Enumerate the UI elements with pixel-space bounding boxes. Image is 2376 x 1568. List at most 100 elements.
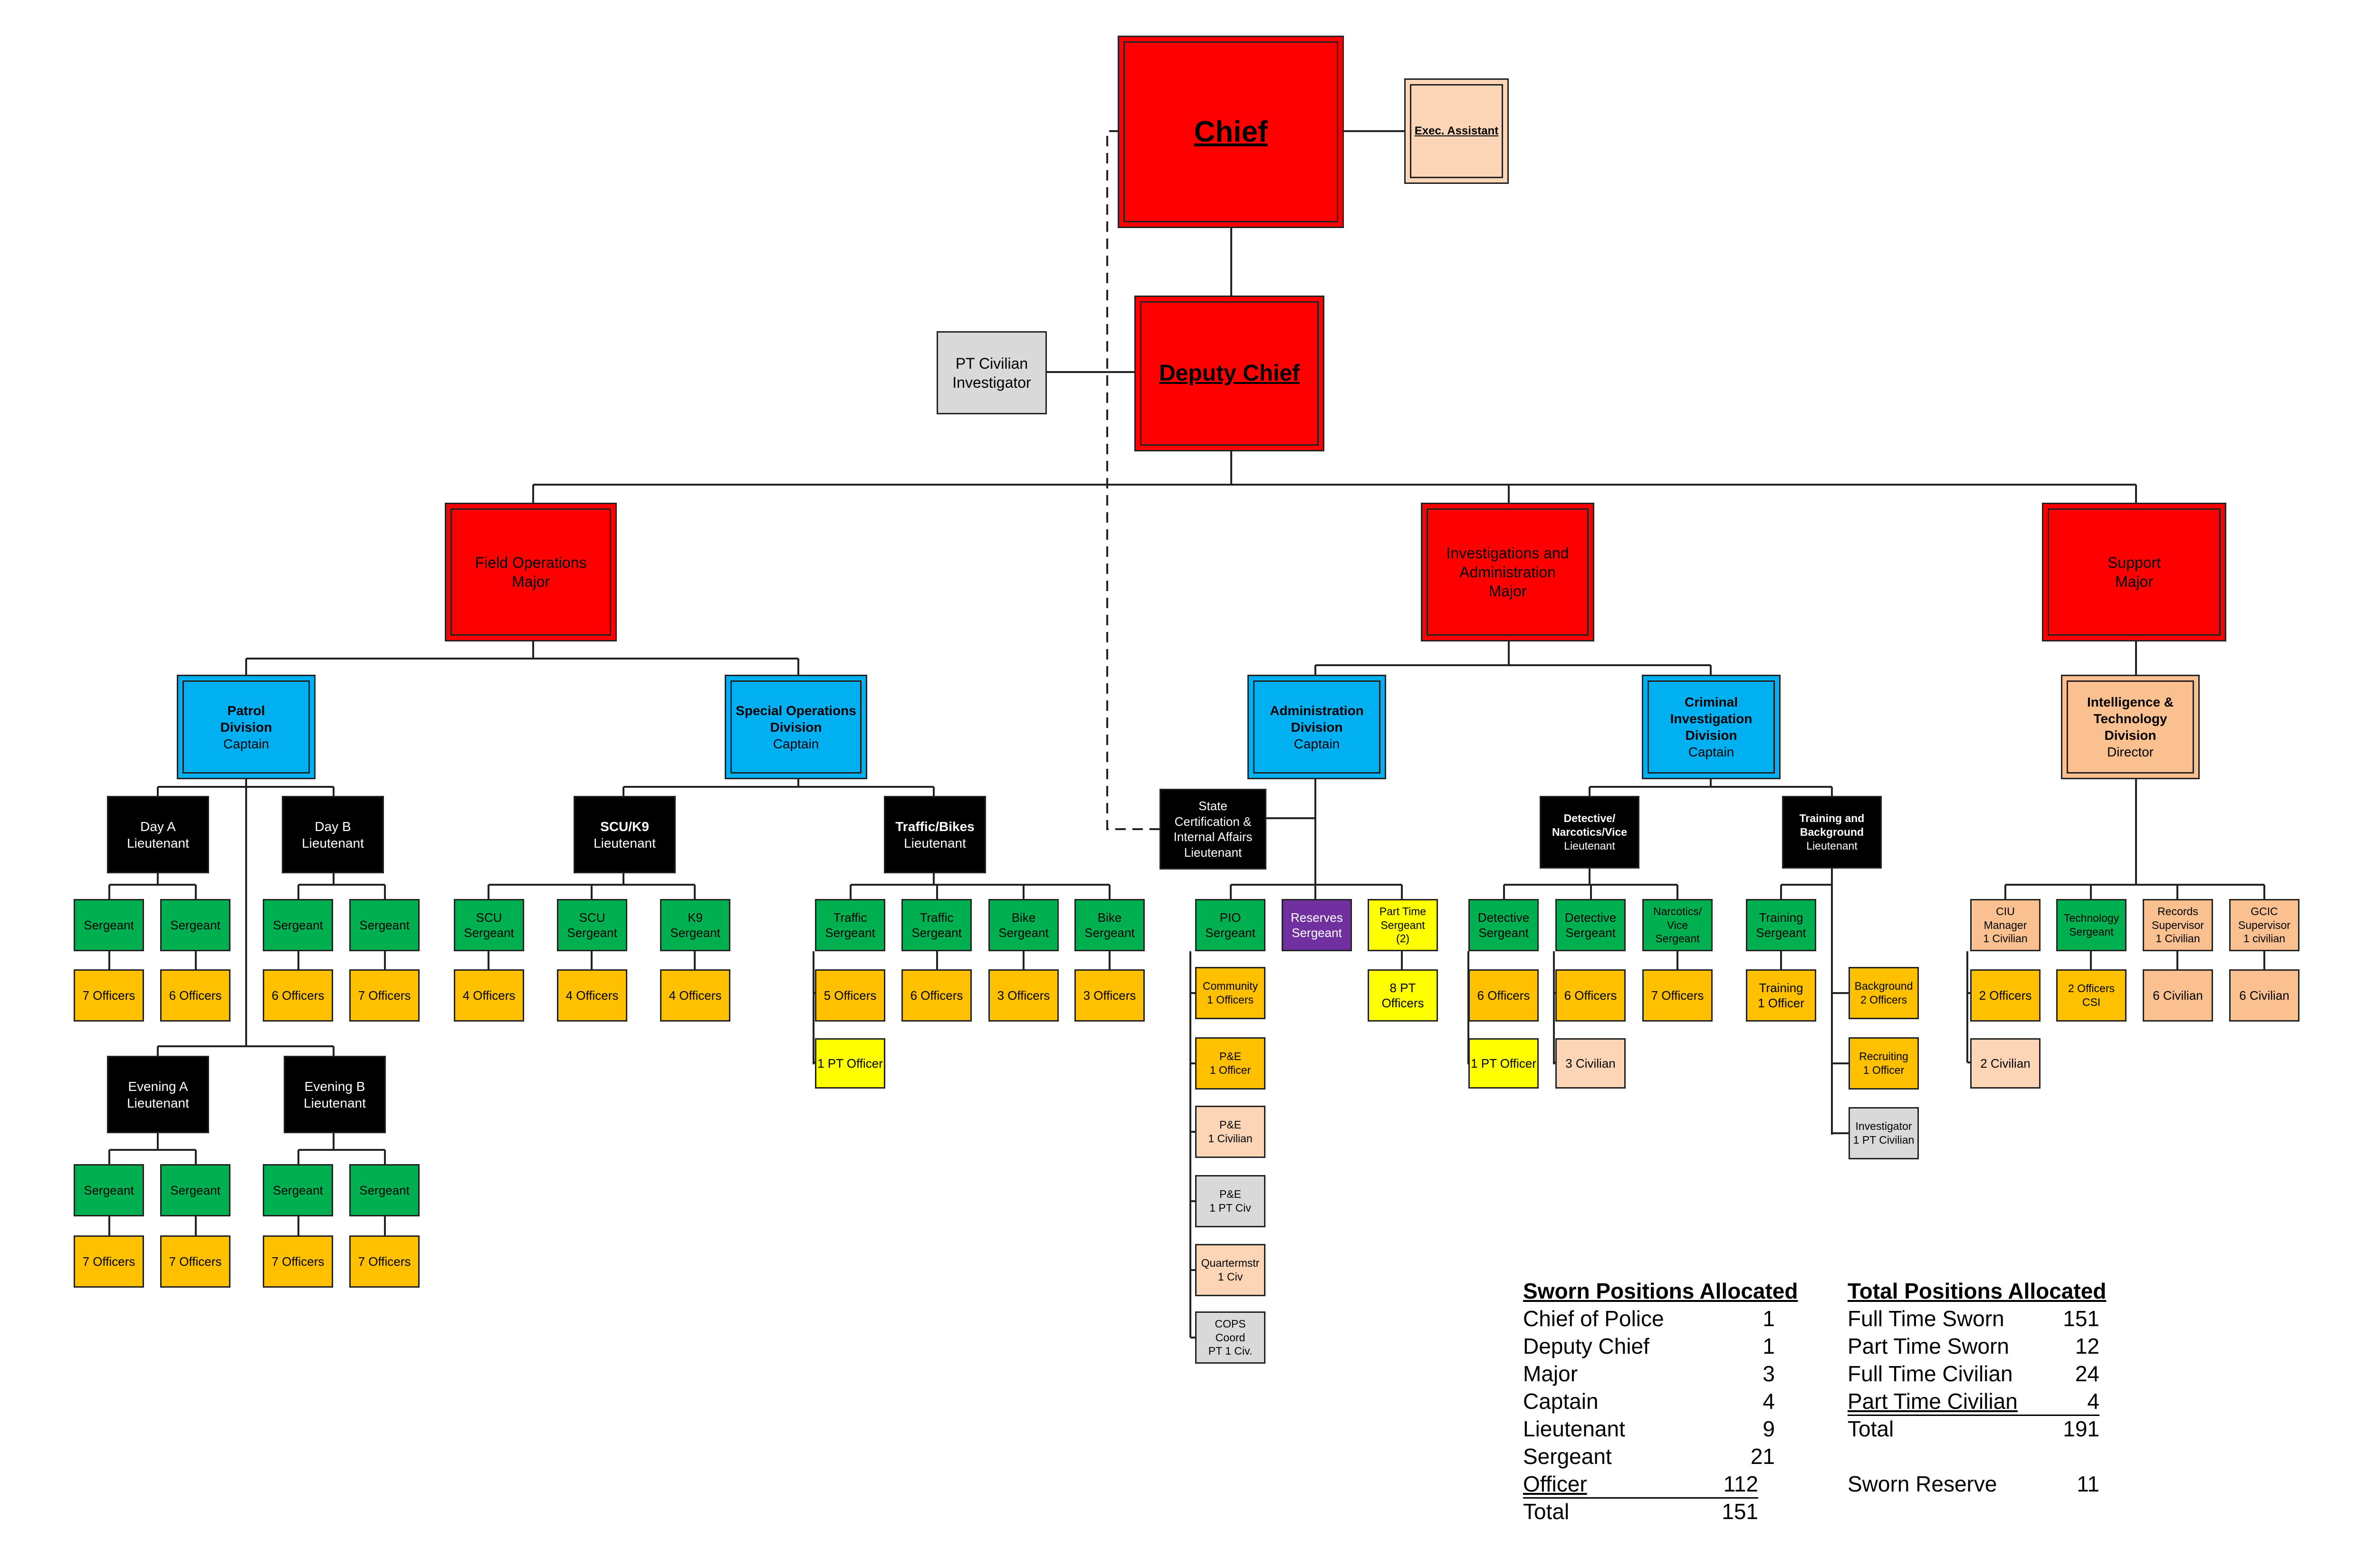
detective-officers-2[interactable]: 6 Officers	[1555, 969, 1626, 1022]
detective-sergeant-2[interactable]: Detective Sergeant	[1555, 899, 1626, 951]
narcotics-vice-sergeant[interactable]: Narcotics/ Vice Sergeant	[1642, 899, 1713, 951]
day-a-officers-2[interactable]: 6 Officers	[160, 969, 230, 1022]
k9-sergeant[interactable]: K9 Sergeant	[660, 899, 730, 951]
day-a-lieutenant-box[interactable]: Day A Lieutenant	[107, 796, 209, 873]
ciu-officers[interactable]: 2 Officers	[1970, 969, 2041, 1022]
sergeant-label: Sergeant	[273, 918, 323, 932]
evening-a-officers-2[interactable]: 7 Officers	[160, 1235, 230, 1288]
day-a-sergeant-1[interactable]: Sergeant	[74, 899, 144, 951]
traffic-bikes-lieutenant-box[interactable]: Traffic/Bikes Lieutenant	[884, 796, 986, 873]
recruiting-officer[interactable]: Recruiting 1 Officer	[1849, 1037, 1919, 1090]
k9-sgt-line2: Sergeant	[670, 926, 720, 940]
total-positions-title: Total Positions Allocated	[1848, 1279, 2107, 1303]
chief-box[interactable]: Chief	[1118, 36, 1344, 228]
pio-sergeant[interactable]: PIO Sergeant	[1195, 899, 1265, 951]
evening-a-officers-1[interactable]: 7 Officers	[74, 1235, 144, 1288]
traffic-sergeant-2[interactable]: Traffic Sergeant	[901, 899, 972, 951]
pe-ptciv-line2: 1 PT Civ	[1209, 1202, 1251, 1214]
k9-officers[interactable]: 4 Officers	[660, 969, 730, 1022]
ciu-manager[interactable]: CIU Manager 1 Civilian	[1970, 899, 2041, 951]
support-line1: Support	[2107, 554, 2161, 571]
field-operations-box[interactable]: Field Operations Major	[445, 503, 617, 641]
part-time-sergeant[interactable]: Part Time Sergeant (2)	[1368, 899, 1438, 951]
records-supervisor[interactable]: Records Supervisor 1 Civilian	[2143, 899, 2213, 951]
administration-division-box[interactable]: Administration Division Captain	[1247, 675, 1386, 779]
state-certification-lieutenant-box[interactable]: State Certification & Internal Affairs L…	[1159, 789, 1266, 870]
deputy-chief-box[interactable]: Deputy Chief	[1134, 296, 1324, 451]
pt-civilian-investigator-box[interactable]: PT Civilian Investigator	[937, 331, 1047, 414]
evening-b-officers-2[interactable]: 7 Officers	[349, 1235, 420, 1288]
traffic-sergeant-1[interactable]: Traffic Sergeant	[815, 899, 885, 951]
gcic-supervisor[interactable]: GCIC Supervisor 1 civilian	[2229, 899, 2299, 951]
pe-officer[interactable]: P&E 1 Officer	[1195, 1037, 1265, 1090]
evening-b-officers-1[interactable]: 7 Officers	[263, 1235, 333, 1288]
detective-sergeant-1[interactable]: Detective Sergeant	[1468, 899, 1539, 951]
criminal-investigation-box[interactable]: Criminal Investigation Division Captain	[1642, 675, 1781, 779]
scu-officers-2[interactable]: 4 Officers	[557, 969, 627, 1022]
patrol-division-box[interactable]: Patrol Division Captain	[177, 675, 316, 779]
investigator-pt-civilian[interactable]: Investigator 1 PT Civilian	[1849, 1107, 1919, 1159]
training-officer-line1: Training	[1759, 980, 1803, 995]
csi-officers[interactable]: 2 Officers CSI	[2056, 969, 2127, 1022]
evening-a-sergeant-1[interactable]: Sergeant	[74, 1164, 144, 1216]
pe-officer-line1: P&E	[1219, 1050, 1242, 1063]
scu-sergeant-1[interactable]: SCU Sergeant	[454, 899, 524, 951]
day-b-officers-2[interactable]: 7 Officers	[349, 969, 420, 1022]
intelligence-technology-division-box[interactable]: Intelligence & Technology Division Direc…	[2061, 675, 2200, 779]
detective-narcotics-lieutenant-box[interactable]: Detective/ Narcotics/Vice Lieutenant	[1540, 796, 1639, 869]
training-sergeant[interactable]: Training Sergeant	[1746, 899, 1816, 951]
reserves-sergeant[interactable]: Reserves Sergeant	[1282, 899, 1352, 951]
scu-officers-1[interactable]: 4 Officers	[454, 969, 524, 1022]
special-operations-box[interactable]: Special Operations Division Captain	[725, 675, 867, 779]
bike-officers-1[interactable]: 3 Officers	[988, 969, 1059, 1022]
day-a-officers-1[interactable]: 7 Officers	[74, 969, 144, 1022]
reserves-line1: Reserves	[1291, 910, 1343, 925]
training-officer[interactable]: Training 1 Officer	[1746, 969, 1816, 1022]
bike-officers-2[interactable]: 3 Officers	[1074, 969, 1145, 1022]
day-b-lieutenant-box[interactable]: Day B Lieutenant	[282, 796, 384, 873]
bike-sergeant-1[interactable]: Bike Sergeant	[988, 899, 1059, 951]
community-officers[interactable]: Community 1 Officers	[1195, 967, 1265, 1019]
records-civilians[interactable]: 6 Civilian	[2143, 969, 2213, 1022]
evening-a-sergeant-2[interactable]: Sergeant	[160, 1164, 230, 1216]
training-bg-line2: Background	[1800, 826, 1864, 839]
state-cert-line2: Certification &	[1174, 814, 1252, 829]
day-a-sergeant-2[interactable]: Sergeant	[160, 899, 230, 951]
detective-officers-1[interactable]: 6 Officers	[1468, 969, 1539, 1022]
three-civilian[interactable]: 3 Civilian	[1555, 1038, 1626, 1089]
day-b-sergeant-1[interactable]: Sergeant	[263, 899, 333, 951]
officers-label: 6 Officers	[1564, 988, 1617, 1003]
traffic-officers-2[interactable]: 6 Officers	[901, 969, 972, 1022]
pe-pt-civilian[interactable]: P&E 1 PT Civ	[1195, 1175, 1265, 1227]
narcotics-officers[interactable]: 7 Officers	[1642, 969, 1713, 1022]
training-background-lieutenant-box[interactable]: Training and Background Lieutenant	[1782, 796, 1882, 869]
totals-row-value: 4	[2087, 1389, 2099, 1414]
day-b-sergeant-2[interactable]: Sergeant	[349, 899, 420, 951]
scu-k9-lieutenant-box[interactable]: SCU/K9 Lieutenant	[574, 796, 676, 873]
detective-pt-officer[interactable]: 1 PT Officer	[1468, 1038, 1539, 1089]
traffic-officers-1[interactable]: 5 Officers	[815, 969, 885, 1022]
quartermaster[interactable]: Quartermstr 1 Civ	[1195, 1244, 1265, 1296]
evening-b-sergeant-1[interactable]: Sergeant	[263, 1164, 333, 1216]
exec-assistant-box[interactable]: Exec. Assistant	[1404, 78, 1509, 184]
background-officers[interactable]: Background 2 Officers	[1849, 967, 1919, 1019]
field-ops-line1: Field Operations	[475, 554, 587, 571]
part-time-officers[interactable]: 8 PT Officers	[1368, 969, 1438, 1022]
scu-sergeant-2[interactable]: SCU Sergeant	[557, 899, 627, 951]
investigations-admin-box[interactable]: Investigations and Administration Major	[1421, 503, 1594, 641]
evening-b-lieutenant-box[interactable]: Evening B Lieutenant	[284, 1056, 386, 1133]
gcic-civilians[interactable]: 6 Civilian	[2229, 969, 2299, 1022]
pe-civilian[interactable]: P&E 1 Civilian	[1195, 1106, 1265, 1158]
technology-sergeant[interactable]: Technology Sergeant	[2056, 899, 2127, 951]
support-box[interactable]: Support Major	[2042, 503, 2226, 641]
bike-sergeant-2[interactable]: Bike Sergeant	[1074, 899, 1145, 951]
evening-a-lieutenant-box[interactable]: Evening A Lieutenant	[107, 1056, 209, 1133]
ciu-civilians[interactable]: 2 Civilian	[1970, 1038, 2041, 1089]
training-bg-line3: Lieutenant	[1806, 839, 1858, 852]
totals-row-label: Part Time Civilian	[1848, 1389, 2018, 1414]
cops-coordinator[interactable]: COPS Coord PT 1 Civ.	[1195, 1311, 1265, 1364]
day-b-officers-1[interactable]: 6 Officers	[263, 969, 333, 1022]
traffic-pt-officer[interactable]: 1 PT Officer	[815, 1038, 885, 1089]
evening-b-sergeant-2[interactable]: Sergeant	[349, 1164, 420, 1216]
